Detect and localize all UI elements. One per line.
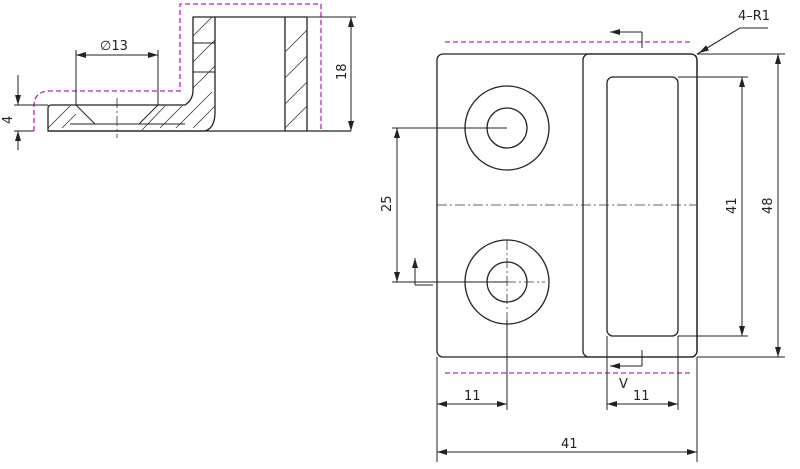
plan-view: 25 41 48 11 11 41 4–R1 V bbox=[380, 9, 785, 462]
dim-11-left-label: 11 bbox=[464, 389, 481, 404]
diameter-13-label: ∅13 bbox=[100, 39, 128, 54]
part-outline bbox=[47, 16, 216, 132]
view-v-label: V bbox=[619, 377, 628, 392]
dim-4-label: 4 bbox=[1, 116, 16, 124]
dim-41-horizontal-label: 41 bbox=[561, 437, 578, 452]
hatching bbox=[47, 16, 308, 131]
dim-41-vertical-label: 41 bbox=[725, 197, 740, 214]
wall-outline bbox=[582, 53, 698, 358]
section-view: ∅13 18 4 bbox=[1, 3, 356, 150]
window-opening bbox=[606, 76, 679, 337]
radius-note-label: 4–R1 bbox=[738, 9, 770, 24]
dim-11-right-label: 11 bbox=[633, 389, 650, 404]
dim-48-label: 48 bbox=[761, 197, 776, 214]
dim-25-label: 25 bbox=[380, 195, 395, 212]
dim-18-label: 18 bbox=[335, 63, 350, 80]
envelope-outline bbox=[33, 3, 322, 131]
